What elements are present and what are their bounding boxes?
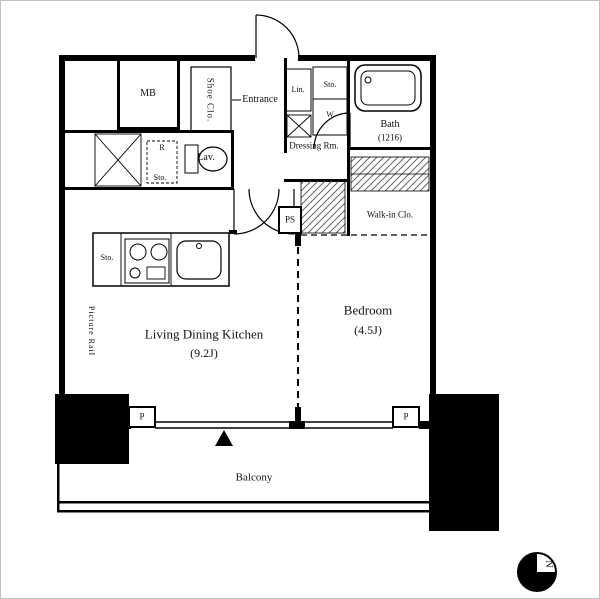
balcony-windows — [155, 421, 393, 429]
linen-closet-box — [284, 68, 312, 112]
balcony-railing — [57, 464, 431, 513]
stove — [124, 238, 170, 284]
dressing-room-label: Dressing Rm. — [289, 140, 339, 151]
washer-pan — [286, 114, 312, 138]
toilet — [184, 144, 228, 174]
linen-label: Lin. — [291, 85, 305, 94]
storage-kitchen-label: Sto. — [100, 253, 114, 262]
interior-walls — [59, 58, 436, 423]
refrigerator-label: R — [159, 143, 165, 152]
sink — [176, 240, 222, 280]
refrigerator-space — [146, 140, 178, 184]
hall-door-arc-left — [233, 188, 280, 235]
ldk-size-label: (9.2J) — [190, 346, 218, 360]
bedroom-size-label: (4.5J) — [354, 323, 382, 337]
walkin-closet-label: Walk-in Clo. — [366, 209, 414, 220]
entry-step-hatch — [300, 180, 346, 234]
bath-door-arc — [313, 112, 351, 150]
pipe-space-label: PS — [284, 214, 296, 225]
pillar-right-label: P — [403, 411, 409, 422]
kitchen-counter — [92, 232, 230, 287]
lavatory-label: Lav. — [197, 152, 215, 163]
entrance-label: Entrance — [242, 94, 278, 105]
meter-box-label: MB — [140, 88, 156, 99]
bathtub — [354, 64, 422, 112]
bedroom-label: Bedroom — [343, 302, 393, 318]
shoe-closet-box — [190, 66, 232, 132]
shoe-closet-label: Shoe Clo. — [205, 77, 216, 123]
bath-label: Bath — [380, 119, 400, 130]
lav-storage-box — [94, 133, 142, 187]
bath-size-label: (1216) — [378, 132, 402, 143]
ldk-label: Living Dining Kitchen — [144, 326, 264, 342]
walkin-closet-hanger — [350, 156, 430, 192]
pipe-space-box — [278, 206, 302, 234]
compass-needle — [518, 553, 556, 591]
picture-rail-label: Picture Rail — [87, 306, 96, 356]
balcony-label: Balcony — [235, 471, 273, 484]
washer-label: W — [326, 110, 334, 119]
pillar-left-label: P — [139, 411, 145, 422]
storage-washer-box — [312, 66, 348, 136]
direction-triangle — [215, 430, 233, 446]
pillar-boxes — [128, 406, 420, 428]
entrance-door-arc — [255, 14, 300, 59]
compass-north-label: N — [543, 560, 554, 568]
storage-lav-label: Sto. — [153, 173, 167, 182]
dashed-boundaries — [297, 234, 429, 407]
structural-pillars — [55, 394, 499, 531]
compass — [517, 552, 557, 592]
storage-upper-label: Sto. — [323, 80, 337, 89]
